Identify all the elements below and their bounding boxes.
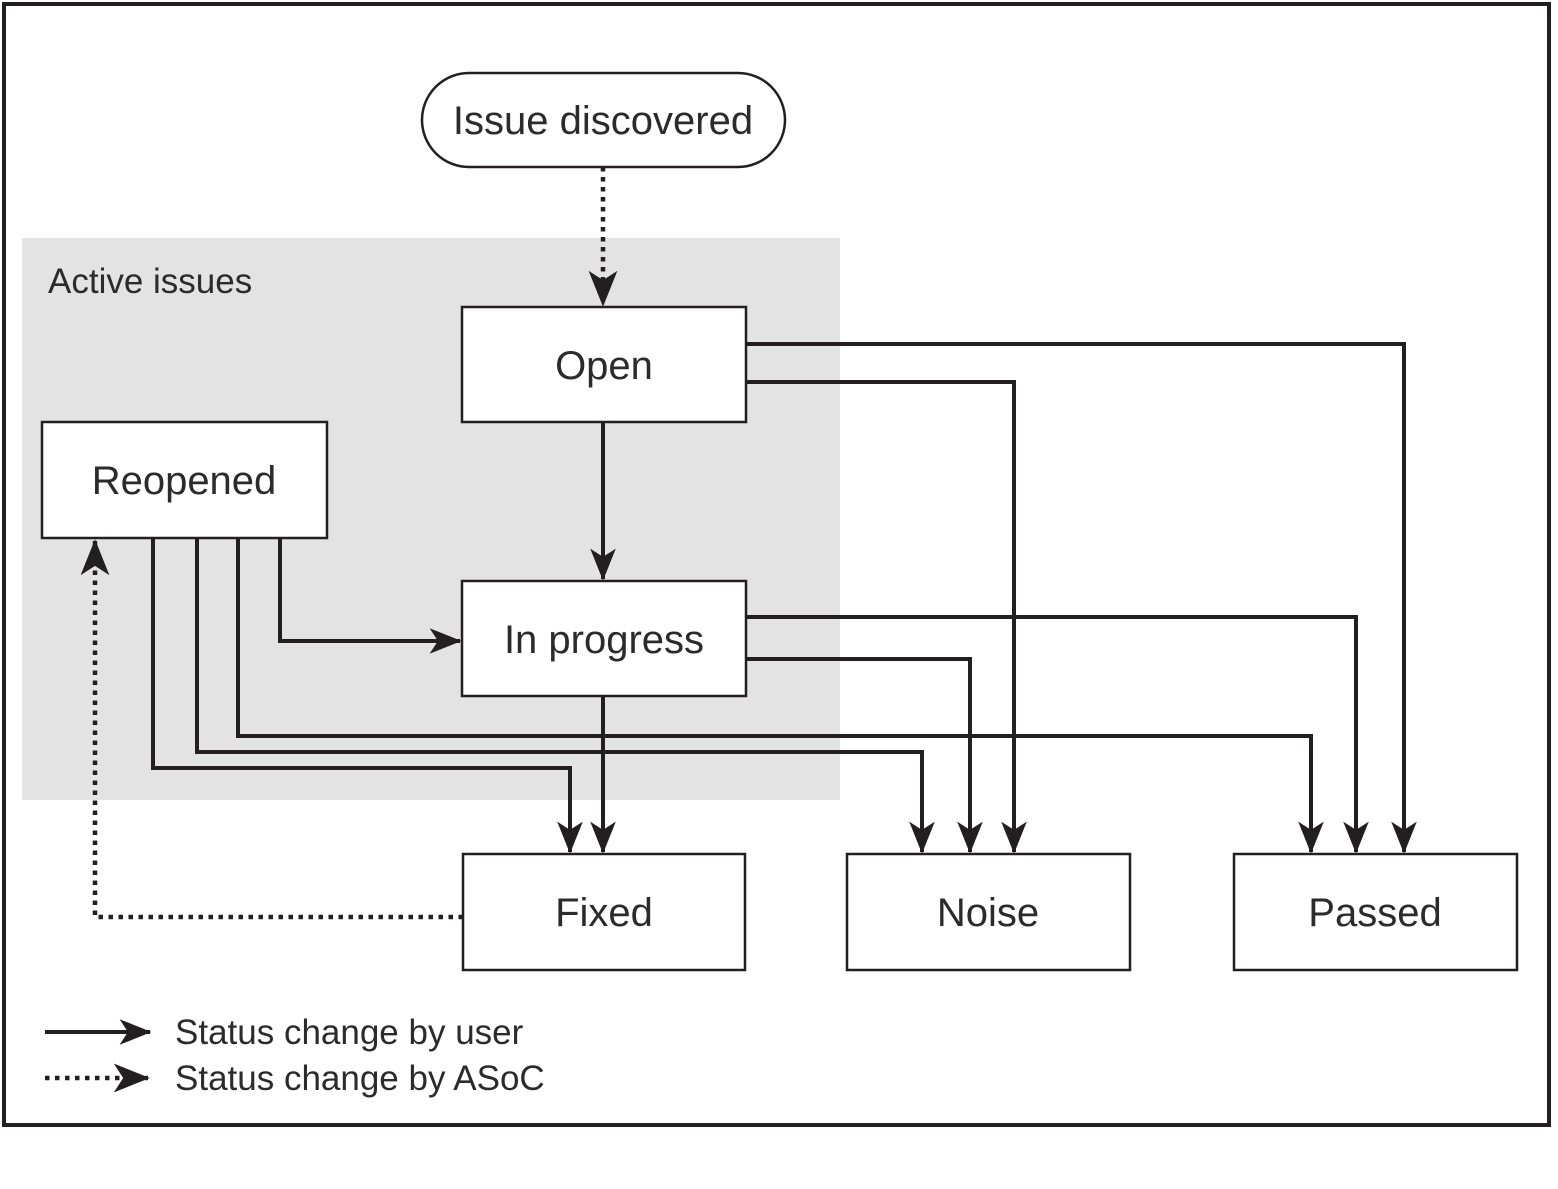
in-progress-box <box>460 579 748 698</box>
fixed-box <box>461 852 747 972</box>
node-noise: Noise <box>845 852 1132 972</box>
issue-discovered-box <box>420 71 787 169</box>
edge-open-to-noise <box>746 380 1027 854</box>
node-open: Open <box>460 305 748 424</box>
noise-label: Noise <box>937 891 1039 935</box>
in-progress-label: In progress <box>504 618 704 662</box>
open-box <box>460 305 748 424</box>
edge-in-progress-to-noise <box>746 657 983 854</box>
legend-item-asoc: Status change by ASoC <box>45 1059 545 1098</box>
node-fixed: Fixed <box>461 852 747 972</box>
node-reopened: Reopened <box>40 420 329 540</box>
outer-border <box>2 2 1551 1127</box>
legend: Status change by user Status change by A… <box>45 1013 545 1098</box>
legend-item-user: Status change by user <box>45 1013 524 1052</box>
legend-user-label: Status change by user <box>175 1013 524 1052</box>
edge-in-progress-to-passed <box>746 615 1369 854</box>
reopened-box <box>40 420 329 540</box>
node-passed: Passed <box>1232 852 1519 972</box>
edge-open-to-passed <box>746 342 1417 854</box>
passed-box <box>1232 852 1519 972</box>
passed-label: Passed <box>1308 891 1441 935</box>
node-issue-discovered: Issue discovered <box>420 71 787 169</box>
issue-discovered-label: Issue discovered <box>453 99 753 143</box>
reopened-label: Reopened <box>92 459 277 503</box>
legend-asoc-label: Status change by ASoC <box>175 1059 545 1098</box>
fixed-label: Fixed <box>555 891 653 935</box>
open-label: Open <box>555 344 653 388</box>
noise-box <box>845 852 1132 972</box>
edge-reopened-to-noise <box>195 538 935 854</box>
edge-fixed-to-reopened <box>80 539 463 920</box>
active-issues-label: Active issues <box>48 262 252 301</box>
edge-reopened-to-fixed <box>151 538 583 854</box>
edge-reopened-to-passed <box>236 538 1324 854</box>
edge-reopened-to-in-progress <box>278 538 462 654</box>
node-in-progress: In progress <box>460 579 748 698</box>
